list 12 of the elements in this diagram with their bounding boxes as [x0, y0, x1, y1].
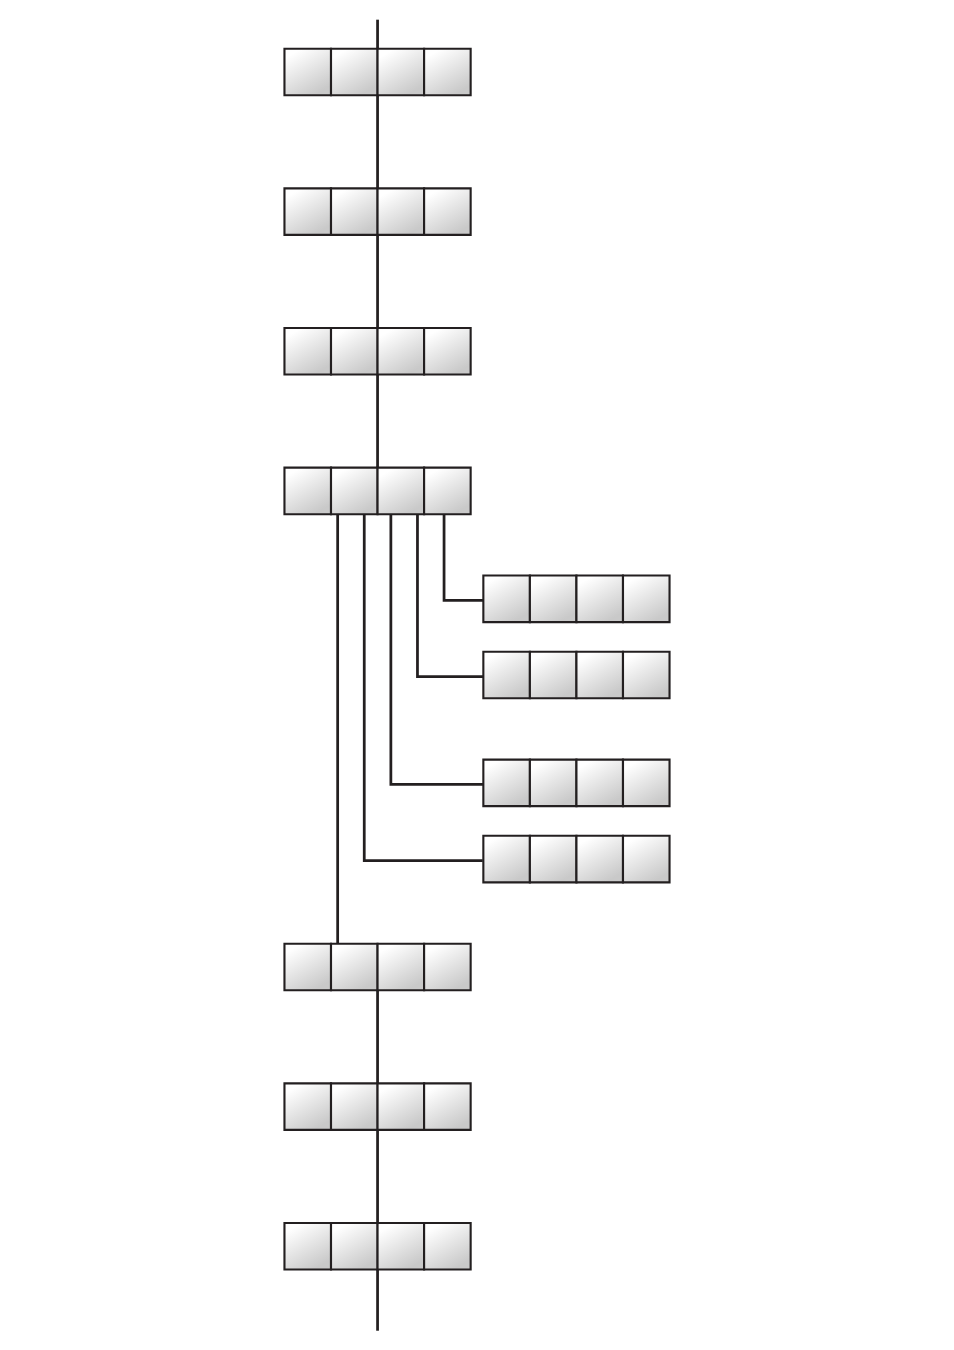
connector [376, 375, 379, 468]
connector [416, 514, 484, 678]
connector [442, 514, 484, 602]
connector [389, 514, 484, 786]
connector [376, 19, 379, 49]
connector [376, 1269, 379, 1331]
connector [336, 514, 340, 944]
connector [362, 514, 483, 862]
connector [376, 990, 379, 1084]
connector [376, 95, 379, 189]
connector [376, 235, 379, 328]
connector [376, 1130, 379, 1223]
